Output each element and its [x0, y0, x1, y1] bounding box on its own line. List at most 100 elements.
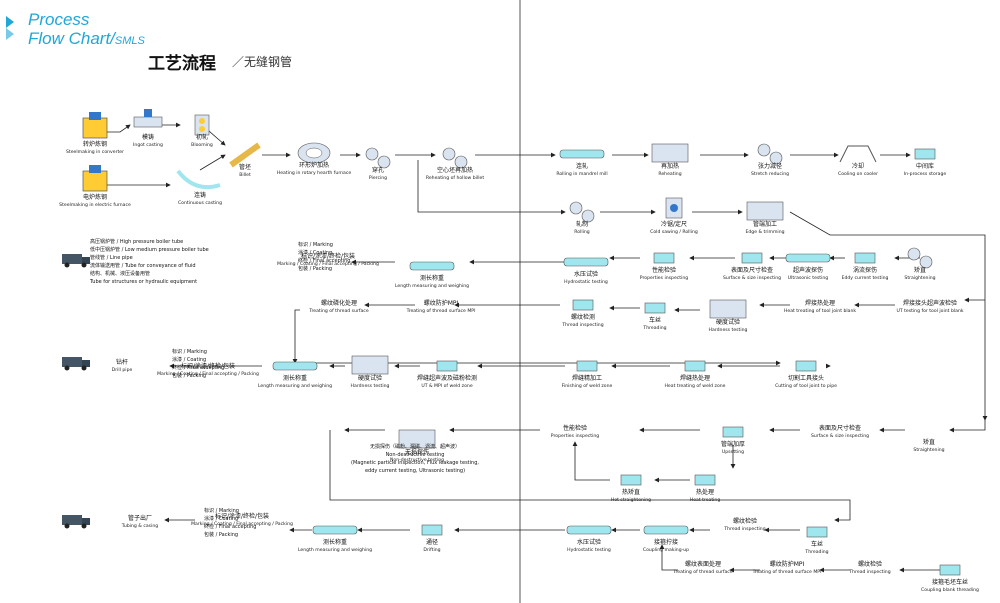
node-icon-n51 [566, 525, 612, 535]
node-label-en: Hydrostatic testing [567, 547, 611, 553]
node-label-cn: 通径 [426, 538, 438, 546]
node-label-cn: 电炉炼钢 [83, 193, 107, 201]
node-label-cn: 转炉炼钢 [83, 140, 107, 148]
node-label-cn: 焊接接头超声波检验 [903, 299, 957, 307]
node-label-cn: 接箍拧接 [654, 538, 678, 546]
node-label-cn: 初轧 [196, 133, 208, 141]
product-type-line: 低中压锅炉管 / Low medium pressure boiler tube [90, 246, 209, 253]
node-icon-n47 [398, 429, 436, 449]
node-icon-n27 [644, 302, 666, 314]
product-type-line: 高压锅炉管 / High pressure boiler tube [90, 238, 183, 245]
flow-arrow [789, 211, 988, 421]
node-label-cn: 冷锯/定尺 [661, 220, 687, 228]
node-label-cn: 再加热 [661, 162, 679, 170]
node-icon-n17 [746, 201, 784, 221]
node-label-en: UT & MPI of weld zone [421, 383, 472, 389]
node-label-en: Thread inspecting [848, 569, 890, 575]
node-label-cn: 水压试验 [574, 270, 598, 278]
node-label-cn: 无损探伤 [405, 448, 429, 456]
node-icon-n14 [914, 148, 936, 160]
finishing-note-line: 包装 / Packing [204, 531, 238, 538]
page-subtitle-cn: ／无缝钢管 [232, 55, 293, 69]
node-label-en: Properties inspecting [640, 275, 689, 281]
node-icon-n23 [563, 257, 609, 267]
node-label-en: Coupling making-up [643, 547, 689, 553]
node-label-en: Tubing & casing [121, 523, 158, 529]
ndt-note-line: Non-destructive testing [386, 452, 445, 458]
node-label-en: Thread inspecting [561, 322, 603, 328]
node-label-cn: 硬度试验 [716, 318, 740, 326]
side-notes: 高压锅炉管 / High pressure boiler tube低中压锅炉管 … [89, 238, 479, 538]
flow-arrow [417, 160, 566, 215]
node-label-cn: 管端加厚 [721, 440, 745, 448]
node-icon-n34 [684, 360, 706, 372]
node-label-en: Drill pipe [112, 367, 133, 373]
finishing-note-line: 终检 / Final accepting [172, 364, 224, 371]
node-icon-n5 [176, 169, 221, 190]
truck-icon [62, 254, 90, 268]
node-icon-n12 [757, 143, 783, 165]
ndt-note-line: 无损探伤（磁粉、漏磁、涡流、超声波） [370, 443, 460, 450]
node-label-en: Ultrasonic testing [788, 275, 829, 281]
node-label-cn: 连轧 [576, 162, 588, 170]
node-label-en: Treating of thread surface [308, 308, 368, 314]
flow-arrow [572, 441, 610, 481]
node-icon-n1 [82, 112, 108, 139]
node-label-en: UT testing for tool joint blank [896, 308, 963, 314]
node-icon-n26 [572, 299, 594, 311]
node-label-cn: 硬度试验 [358, 374, 382, 382]
node-label-cn: 螺纹检验 [733, 517, 757, 525]
node-icon-n52 [421, 524, 443, 536]
node-label-en: Drifting [423, 547, 440, 553]
node-label-cn: 连铸 [194, 191, 206, 199]
node-label-en: Finishing of weld zone [562, 383, 613, 389]
node-label-en: Upsetting [722, 449, 744, 455]
node-label-en: Eddy current testing [842, 275, 889, 281]
node-icon-n28 [709, 299, 747, 319]
finishing-note-line: 终检 / Final accepting [204, 523, 256, 530]
ndt-note-line: (Magnetic particle inspection, Flux leak… [351, 460, 479, 466]
node-label-en: Marking / Coating / Final accepting / Pa… [191, 521, 293, 527]
node-label-cn: 性能检验 [563, 424, 587, 432]
node-label-cn: 涡流探伤 [853, 266, 877, 274]
node-label-en: Hot straightening [611, 497, 651, 503]
node-label-en: Heat treating of tool joint blank [784, 308, 856, 314]
node-label-cn: 冷却 [852, 162, 864, 170]
node-label-en: Hardness testing [709, 327, 748, 333]
node-label-cn: 中间库 [916, 162, 934, 170]
node-label-cn: 螺纹检测 [571, 313, 595, 321]
flow-arrow [329, 430, 851, 523]
node-icon-n16 [665, 197, 683, 219]
node-icon-n2 [82, 165, 108, 192]
node-icon-n48 [806, 526, 828, 538]
node-icon-n36 [436, 360, 458, 372]
truck-icon [62, 357, 90, 371]
node-label-en: Marking / Coating / Final accepting / Pa… [277, 261, 379, 267]
node-label-en: Reheating of hollow billet [426, 175, 484, 181]
node-label-cn: 环形炉加热 [299, 161, 329, 169]
node-label-en: Hardness testing [351, 383, 390, 389]
node-label-en: Cold sawing / Rolling [650, 229, 698, 235]
finishing-note-line: 标识 / Marking [298, 241, 333, 248]
product-type-line: 管线管 / Line pipe [90, 254, 133, 261]
node-label-en: In-process storage [904, 171, 947, 177]
finishing-note-line: 涂漆 / Coating [172, 356, 206, 363]
node-label-cn: 车丝 [811, 540, 823, 548]
node-label-en: Non-destructive testing [390, 457, 444, 463]
node-label-cn: 穿孔 [372, 166, 384, 174]
node-label-cn: 矫直 [923, 438, 935, 446]
node-label-cn: 管子出厂 [128, 514, 152, 522]
node-label-cn: 性能检验 [652, 266, 676, 274]
finishing-note-line: 标识 / Marking [204, 507, 239, 514]
node-label-en: Heating in rotary hearth furnace [277, 170, 352, 176]
node-icon-n24 [409, 261, 455, 271]
node-icon-n6 [229, 142, 261, 168]
node-label-cn: 热处理 [696, 488, 714, 496]
node-label-en: Hydrostatic testing [564, 279, 608, 285]
node-label-cn: 管端加工 [753, 220, 777, 228]
node-label-cn: 接箍毛坯车丝 [932, 578, 968, 586]
node-label-en: Blooming [191, 142, 213, 148]
flow-connectors [95, 122, 988, 573]
